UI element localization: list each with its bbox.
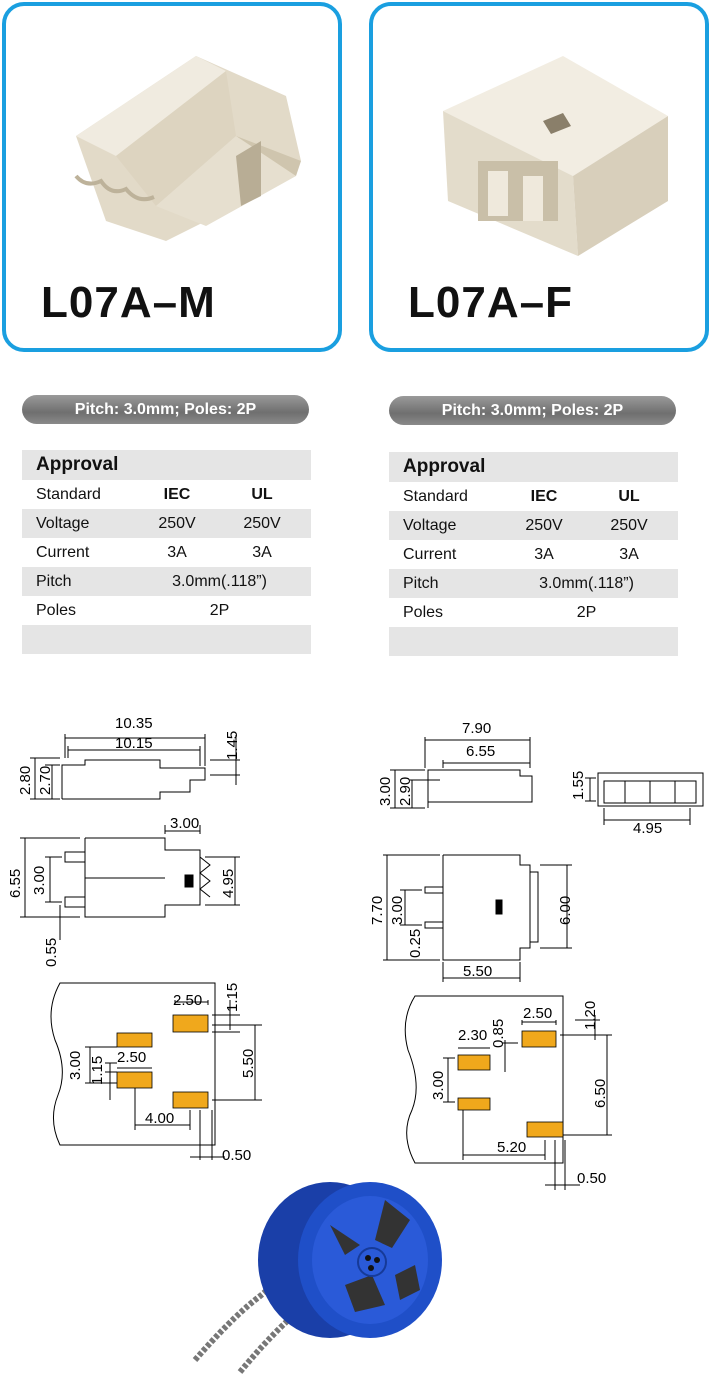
dim-label: 10.15 bbox=[115, 735, 153, 752]
table-row bbox=[389, 627, 678, 656]
dim-label: 10.35 bbox=[115, 715, 153, 732]
table-row: Poles 2P bbox=[36, 602, 230, 619]
male-pcb-layout bbox=[50, 982, 262, 1160]
table-row: Pitch 3.0mm(.118”) bbox=[22, 567, 311, 596]
table-header: Approval bbox=[389, 452, 678, 482]
pitch-poles-pill: Pitch: 3.0mm; Poles: 2P bbox=[22, 395, 309, 424]
dim-label: 0.55 bbox=[43, 938, 60, 967]
table-row: Standard IEC UL bbox=[403, 488, 640, 505]
female-end-view bbox=[585, 772, 704, 825]
table-row: Pitch 3.0mm(.118”) bbox=[389, 569, 678, 598]
dim-label: 4.00 bbox=[145, 1110, 174, 1127]
table-row: Standard IEC UL bbox=[36, 486, 273, 503]
dim-label: 3.00 bbox=[67, 1051, 84, 1080]
table-row bbox=[22, 625, 311, 654]
dim-label: 2.50 bbox=[173, 992, 202, 1009]
connector-male-photo bbox=[74, 56, 301, 241]
product-card-l07a-f: L07A–F bbox=[369, 2, 709, 352]
dim-label: 5.50 bbox=[240, 1049, 257, 1078]
table-row: Current 3A 3A bbox=[403, 546, 639, 563]
dimension-drawings: 10.35 10.15 1.45 2.80 2.70 3.00 6.55 3.0… bbox=[7, 715, 704, 1374]
dim-label: 1.15 bbox=[89, 1056, 106, 1085]
table-row: Voltage 250V 250V bbox=[22, 509, 311, 538]
dim-label: 2.80 bbox=[17, 766, 34, 795]
product-card-l07a-m: L07A–M bbox=[2, 2, 342, 352]
dim-label: 4.95 bbox=[633, 820, 662, 837]
dim-label: 3.00 bbox=[430, 1071, 447, 1100]
table-row: Current 3A 3A bbox=[36, 544, 272, 561]
solder-pads bbox=[116, 1014, 564, 1138]
dim-label: 2.90 bbox=[397, 777, 414, 806]
pitch-poles-pill: Pitch: 3.0mm; Poles: 2P bbox=[389, 396, 676, 425]
dim-label: 1.20 bbox=[582, 1001, 599, 1030]
female-pcb-layout bbox=[404, 995, 612, 1190]
dim-label: 3.00 bbox=[31, 866, 48, 895]
dim-label: 3.00 bbox=[377, 777, 394, 806]
dim-label: 0.50 bbox=[577, 1170, 606, 1187]
dim-label: 1.55 bbox=[570, 771, 587, 800]
dim-label: 5.50 bbox=[463, 963, 492, 980]
dim-label: 5.20 bbox=[497, 1139, 526, 1156]
dim-label: 0.50 bbox=[222, 1147, 251, 1164]
dim-label: 7.90 bbox=[462, 720, 491, 737]
female-top-view bbox=[383, 854, 572, 982]
dim-label: 2.50 bbox=[117, 1049, 146, 1066]
packaging-reel-image bbox=[192, 1182, 442, 1374]
model-name: L07A–F bbox=[408, 278, 573, 327]
dim-label: 3.00 bbox=[389, 896, 406, 925]
dim-label: 2.50 bbox=[523, 1005, 552, 1022]
table-header: Approval bbox=[22, 450, 311, 480]
dim-label: 2.30 bbox=[458, 1027, 487, 1044]
table-row: Voltage 250V 250V bbox=[389, 511, 678, 540]
dim-label: 7.70 bbox=[369, 896, 386, 925]
dim-label: 6.55 bbox=[466, 743, 495, 760]
dim-label: 4.95 bbox=[220, 869, 237, 898]
dim-label: 2.70 bbox=[37, 766, 54, 795]
dim-label: 6.50 bbox=[592, 1079, 609, 1108]
dim-label: 3.00 bbox=[170, 815, 199, 832]
connector-female-photo bbox=[443, 56, 668, 256]
dim-label: 1.15 bbox=[224, 983, 241, 1012]
female-side-view bbox=[390, 737, 533, 809]
approval-table: Approval Standard IEC UL Voltage 250V 25… bbox=[22, 450, 311, 654]
dim-label: 0.25 bbox=[407, 929, 424, 958]
table-row: Poles 2P bbox=[403, 604, 597, 621]
approval-table: Approval Standard IEC UL Voltage 250V 25… bbox=[389, 452, 678, 656]
dim-label: 6.00 bbox=[557, 896, 574, 925]
model-name: L07A–M bbox=[41, 278, 216, 327]
dim-label: 6.55 bbox=[7, 869, 24, 898]
male-top-view bbox=[20, 825, 240, 940]
male-side-view bbox=[30, 734, 240, 800]
dim-label: 0.85 bbox=[490, 1019, 507, 1048]
dim-label: 1.45 bbox=[224, 731, 241, 760]
